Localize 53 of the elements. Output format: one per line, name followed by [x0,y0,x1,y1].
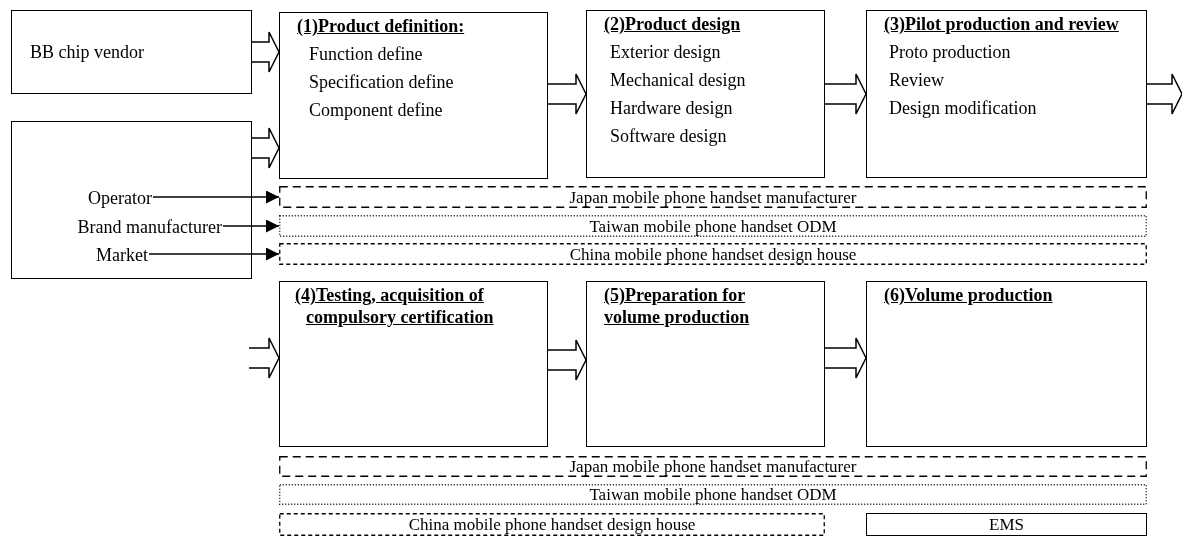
company-group-band [279,243,1147,265]
process-box [279,281,548,447]
role-label: Brand manufacturer [77,216,222,238]
band-label: China mobile phone handset design house [569,244,857,264]
band-label: EMS [989,515,1024,534]
source-box [11,121,252,279]
band-label: Japan mobile phone handset manufacturer [569,457,857,476]
step-heading: (2)Product design [604,13,742,35]
block-arrow [248,337,280,379]
task-text: Proto production [889,41,1011,64]
band-label: Taiwan mobile phone handset ODM [589,216,837,236]
block-arrow [251,127,280,169]
source-label: BB chip vendor [30,41,144,64]
task-text: Exterior design [610,41,721,64]
block-arrow [547,73,587,115]
block-arrow [824,73,867,115]
company-group-band [279,215,1147,237]
company-group-band [866,513,1147,536]
leader-arrow [152,190,280,204]
task-text: Component define [309,99,443,122]
task-text: Mechanical design [610,69,746,92]
step-heading: (3)Pilot production and review [884,13,1120,35]
task-text: Hardware design [610,97,733,120]
task-text: Design modification [889,97,1037,120]
company-group-band [279,186,1147,208]
task-text: Review [889,69,944,92]
company-group-band [279,456,1147,477]
block-arrow [824,337,867,379]
band-label: Taiwan mobile phone handset ODM [589,485,837,504]
band-label: Japan mobile phone handset manufacturer [569,187,857,207]
process-box [586,281,825,447]
step-heading: (5)Preparation for volume production [604,284,751,328]
task-text: Software design [610,125,727,148]
task-text: Specification define [309,71,454,94]
step-heading: (6)Volume production [884,284,1054,306]
source-box [11,10,252,94]
process-box [866,281,1147,447]
task-text: Function define [309,43,423,66]
block-arrow [1146,73,1182,115]
role-label: Operator [88,187,152,209]
process-box [866,10,1147,178]
company-group-band [279,484,1147,505]
band-label: China mobile phone handset design house [408,515,696,534]
leader-arrow [148,247,280,261]
process-box [586,10,825,178]
role-label: Market [96,244,148,266]
step-heading: (4)Testing, acquisition of compulsory certification [295,284,495,328]
process-box [279,12,548,179]
block-arrow [251,31,280,73]
step-heading: (1)Product definition: [297,15,466,37]
block-arrow [547,339,587,381]
leader-arrow [222,219,280,233]
company-group-band [279,513,825,536]
